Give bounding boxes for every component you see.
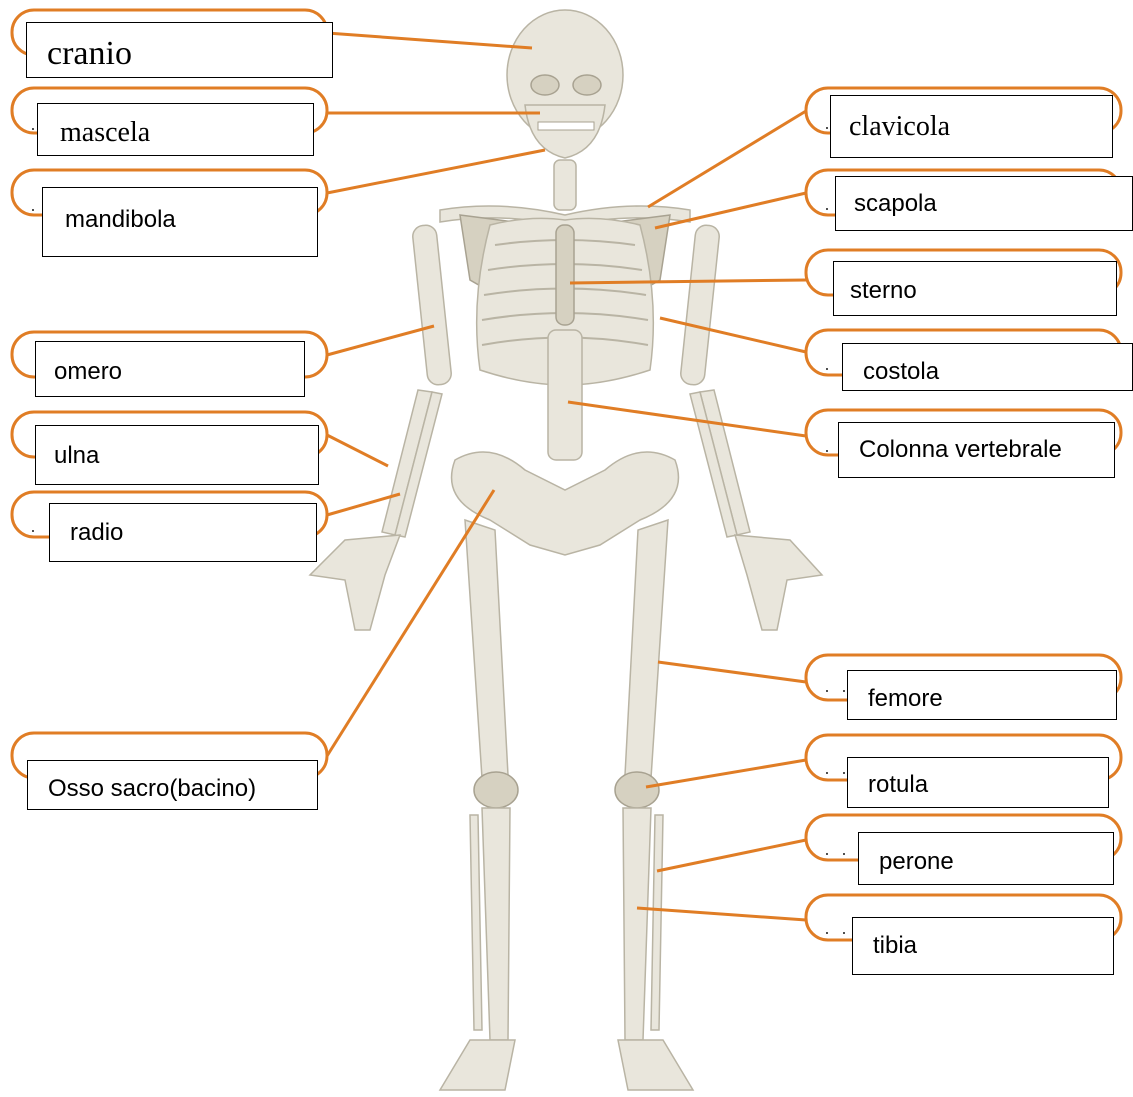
- label-costola: costola: [842, 343, 1133, 391]
- label-mandibola: mandibola: [42, 187, 318, 257]
- label-sterno: sterno: [833, 261, 1117, 316]
- placeholder-dots: · ·: [824, 922, 850, 943]
- label-omero: omero: [35, 341, 305, 397]
- label-radio: radio: [49, 503, 317, 562]
- label-perone: perone: [858, 832, 1114, 885]
- label-mascela: mascela: [37, 103, 314, 156]
- label-scapola: scapola: [835, 176, 1133, 231]
- label-tibia: tibia: [852, 917, 1114, 975]
- label-osso-sacro: Osso sacro(bacino): [27, 760, 318, 810]
- label-rotula: rotula: [847, 757, 1109, 808]
- label-cranio: cranio: [26, 22, 333, 78]
- placeholder-dots: · ·: [824, 843, 850, 864]
- label-colonna-vertebrale: Colonna vertebrale: [838, 422, 1115, 478]
- label-femore: femore: [847, 670, 1117, 720]
- label-ulna: ulna: [35, 425, 319, 485]
- skeleton: [310, 10, 822, 1090]
- label-clavicola: clavicola: [830, 95, 1113, 158]
